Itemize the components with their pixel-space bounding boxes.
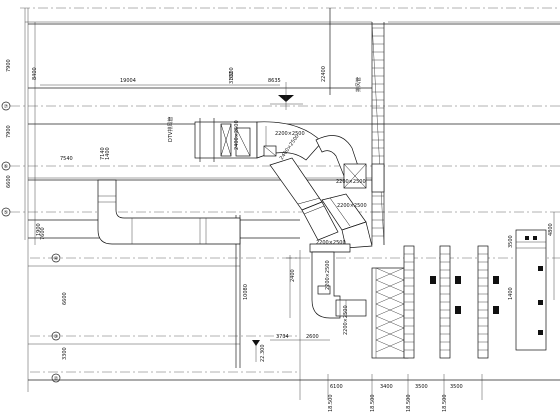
small-dim-right: 2600: [306, 334, 319, 340]
truss-structures: [371, 229, 547, 359]
left-dim-1: 7900: [6, 125, 12, 138]
duct-size-4: 2200×2500: [337, 203, 367, 209]
vert-label-a: 10080: [243, 284, 249, 300]
duct-size-0: 2400×2500: [234, 120, 240, 150]
axis-bubble-2: ⑤: [4, 210, 8, 216]
axis-bubble-5: ②: [54, 376, 59, 382]
vert-label-b: 2400: [290, 269, 296, 282]
duct-size-5: 2200×2500: [316, 240, 346, 246]
top-dim-3: 22400: [321, 66, 327, 82]
axis-bubble-3: ④: [54, 256, 59, 262]
stub-label: 22.300: [260, 345, 266, 363]
left-dim-2: 6600: [6, 175, 12, 188]
small-dim-left: 3734: [276, 334, 289, 340]
right-dim-1: 1400: [508, 287, 514, 300]
left-label-0: 8400: [32, 67, 38, 80]
bottom-elev-2: 18.500: [406, 395, 412, 413]
axis-bubbles: ⑦ ⑥ ⑤ ④ ③ ②: [1, 101, 61, 383]
bottom-dimensions: 6100 3400 3500 3500 18.500 18.500 18.500…: [300, 374, 560, 412]
left-label-1: 3300: [229, 67, 235, 80]
bottom-elev-0: 18.500: [328, 395, 334, 413]
top-dim-2: 8635: [268, 78, 281, 84]
left-label-3: 7140: [100, 147, 106, 160]
ladder-strip: 排风管: [355, 21, 385, 246]
duct-size-7: 2200×2500: [343, 305, 349, 335]
bottom-dim-2: 3500: [415, 384, 428, 390]
axis-bubble-0: ⑦: [4, 104, 9, 110]
ibox-label: 1400: [105, 147, 111, 160]
right-dim-2: 4800: [548, 223, 554, 236]
duct-size-2: 2200×2500: [275, 131, 305, 137]
fan-note: DTV排风管: [167, 117, 174, 142]
axis-bubble-4: ③: [54, 334, 58, 340]
duct-size-6: 2200×2500: [325, 260, 331, 290]
main-duct: DTV排风管 1400: [105, 117, 385, 319]
vertical-grid-lines: [24, 8, 331, 400]
middle-labels: 10080 2400: [243, 255, 300, 318]
top-dimensions: 19004 3102 8635 22400: [40, 66, 327, 110]
right-dim-0: 3500: [508, 235, 514, 248]
left-label-4: 1900: [36, 223, 42, 236]
bottom-elev-1: 18.500: [370, 395, 376, 413]
horizontal-grid-lines: [10, 7, 560, 381]
axis-bubble-1: ⑥: [4, 164, 9, 170]
side-note: 排风管: [355, 77, 362, 92]
duct-size-3: 2200×2500: [336, 179, 366, 185]
left-stack-duct: [97, 179, 241, 245]
left-label-2: 7540: [60, 156, 73, 162]
left-dim-3: 7600: [40, 227, 46, 240]
stub-marker: 22.300 3734 2600: [252, 334, 330, 362]
left-dim-4: 6600: [62, 292, 68, 305]
right-dimensions: 3500 1400 4800: [508, 212, 555, 300]
left-dim-5: 3300: [62, 347, 68, 360]
bottom-dim-1: 3400: [380, 384, 393, 390]
left-dim-0: 7900: [6, 59, 12, 72]
top-dim-1: 3102: [229, 71, 235, 84]
bottom-elev-3: 18.500: [442, 395, 448, 413]
top-dim-0: 19004: [120, 78, 136, 84]
bottom-dim-3: 3500: [450, 384, 463, 390]
left-dimensions: 7900 7900 6600 7600 6600 3300 8400 3300 …: [6, 59, 235, 360]
bottom-dim-0: 6100: [330, 384, 343, 390]
